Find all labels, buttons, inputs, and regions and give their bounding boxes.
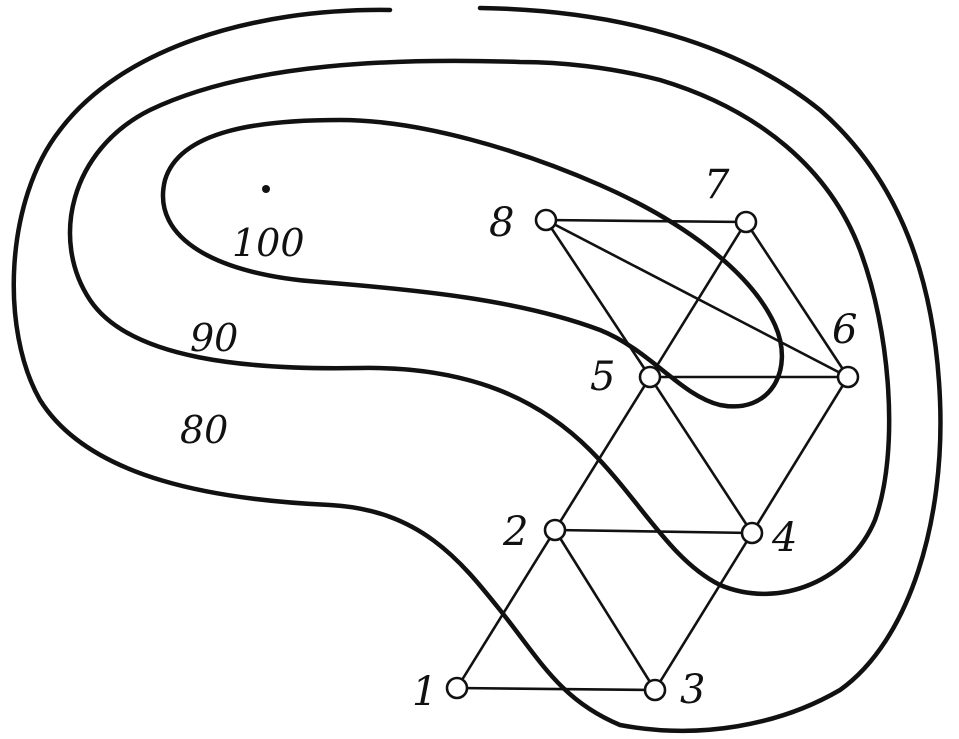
node-5 [638,365,662,389]
edge-5-8 [544,219,652,378]
edge-2-5 [553,376,652,531]
contour-80 [11,5,943,734]
node-label-5: 5 [590,354,615,400]
edge-7-6 [744,221,850,378]
node-4 [740,521,764,545]
node-3 [643,678,667,702]
node-2 [543,518,567,542]
edge-3-4 [653,532,754,691]
graph-nodes [445,208,860,702]
edge-1-3 [456,686,656,692]
edge-1-2 [455,529,557,689]
node-label-4: 4 [771,515,797,561]
node-label-7: 7 [704,162,730,208]
node-label-8: 8 [489,200,514,246]
edge-2-4 [554,528,753,535]
edge-8-7 [545,218,747,224]
node-label-3: 3 [680,667,705,713]
contour-label-100: 100 [232,221,305,265]
node-8 [534,208,558,232]
contour-label-80: 80 [180,408,228,452]
contour-100 [160,117,785,409]
node-7 [734,210,758,234]
edge-2-3 [553,529,657,691]
graph-edges [455,218,850,692]
edge-4-5 [648,376,754,534]
node-label-6: 6 [832,307,857,353]
peak-marker [262,185,270,193]
node-label-1: 1 [412,669,437,715]
node-6 [836,365,860,389]
node-label-2: 2 [502,509,528,555]
edge-4-6 [750,376,850,534]
contour-label-90: 90 [190,316,238,360]
contour-90 [67,58,892,596]
edge-8-6 [545,218,849,379]
node-1 [445,676,469,700]
